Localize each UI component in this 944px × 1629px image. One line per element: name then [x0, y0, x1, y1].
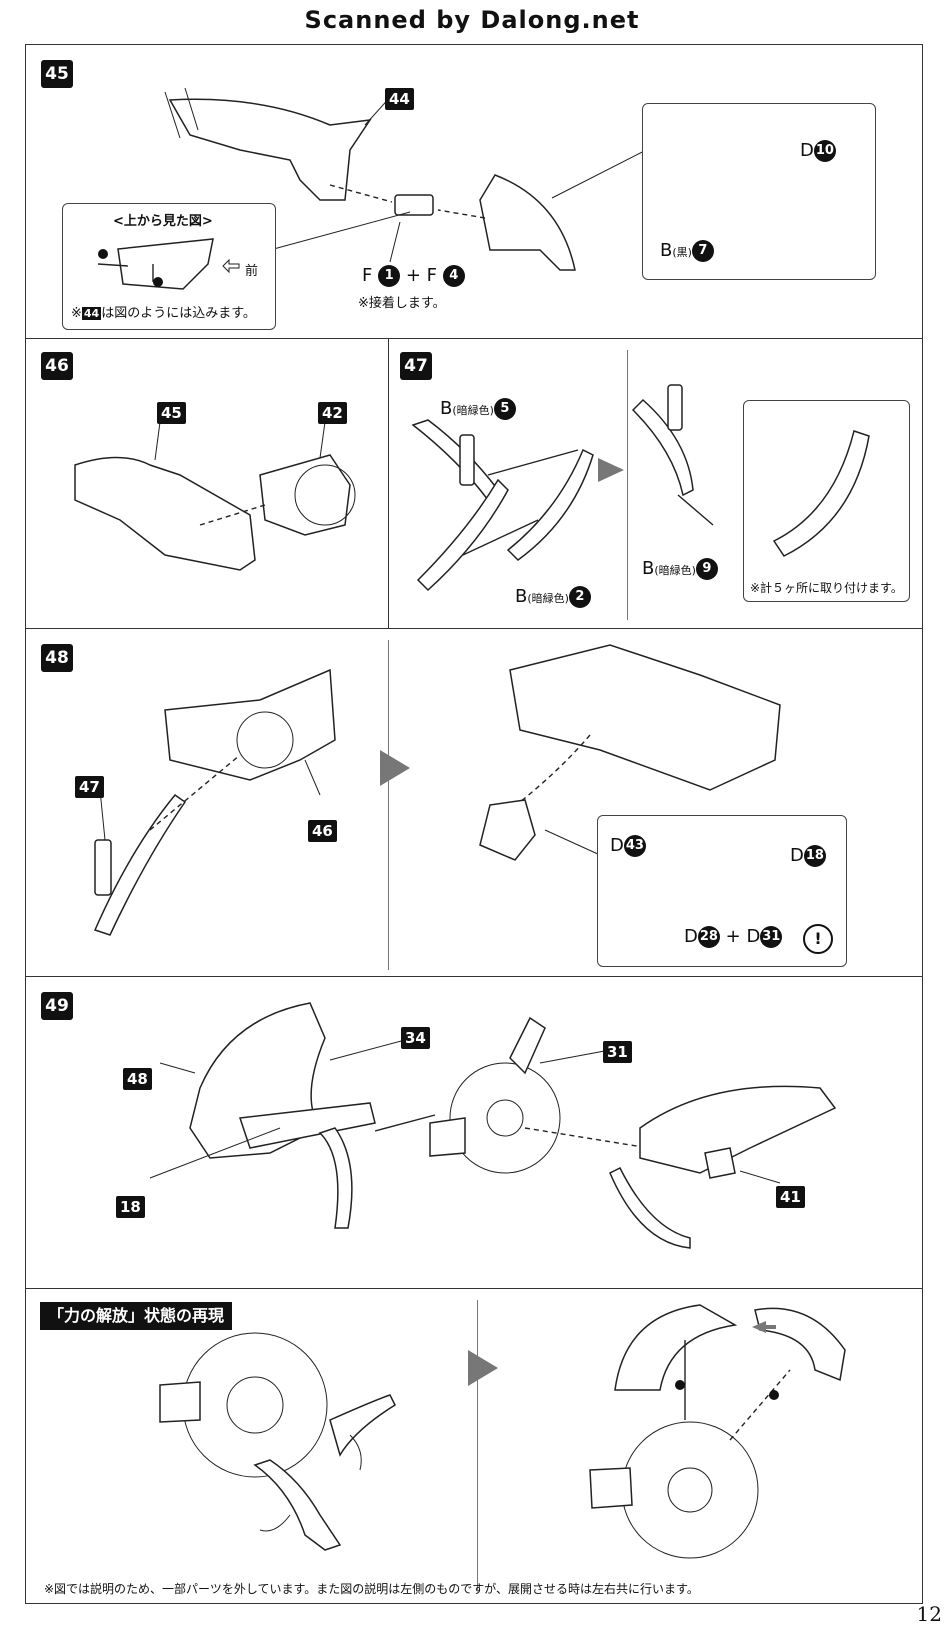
step-47-b5: B(暗緑色)5	[440, 398, 516, 420]
divider-45	[25, 338, 923, 339]
release-footnote: ※図では説明のため、一部パーツを外しています。また図の説明は左側のものですが、展…	[44, 1582, 699, 1596]
b9-label: B	[642, 558, 655, 579]
note-part-tag: 44	[81, 307, 102, 320]
step-47-attach-note: ※計５ヶ所に取り付けます。	[750, 581, 903, 595]
f-label-b: F	[426, 265, 438, 286]
step-46-part-45: 45	[157, 402, 186, 424]
d28-num: 28	[697, 926, 720, 948]
top-view-front-label: 前	[245, 264, 259, 279]
d-label: D	[800, 140, 814, 161]
step-47-illustration	[411, 384, 714, 592]
b-label: B	[660, 240, 673, 261]
step-45-glue-note: ※接着します。	[358, 296, 446, 311]
f-num-b: 4	[442, 265, 465, 287]
divider-release-sub	[477, 1300, 478, 1590]
divider-46-47	[25, 628, 923, 629]
top-view-title: <上から見た図>	[113, 214, 213, 229]
step-45-f-parts: F 1 + F 4	[362, 265, 465, 287]
step-47-detail-drawing	[772, 430, 870, 557]
step-47-detail-inset: ※計５ヶ所に取り付けます。	[743, 400, 910, 602]
page-number: 12	[916, 1602, 942, 1626]
b2-num: 2	[568, 586, 591, 608]
step-45-detail-inset	[642, 103, 876, 280]
instruction-frame	[25, 44, 923, 1604]
note-text: は図のようには込みます。	[101, 306, 256, 321]
d31-num: 31	[760, 926, 783, 948]
step-46-badge: 46	[41, 352, 73, 380]
step-45-b7: B(黒)7	[660, 240, 714, 262]
d18-num: 18	[803, 845, 826, 867]
caution-icon: !	[803, 924, 833, 954]
step-46-illustration	[74, 421, 356, 571]
step-49-part-18: 18	[116, 1196, 145, 1218]
step-45-part-44: 44	[385, 88, 414, 110]
b2-label: B	[515, 586, 528, 607]
divider-49	[25, 1288, 923, 1289]
b5-color: (暗緑色)	[452, 404, 494, 417]
step-45-badge: 45	[41, 60, 73, 88]
step-49-part-34: 34	[401, 1027, 430, 1049]
b2-color: (暗緑色)	[527, 592, 569, 605]
b9-num: 9	[695, 558, 718, 580]
divider-48	[25, 976, 923, 977]
b-color: (黒)	[672, 246, 692, 259]
step-49-part-31: 31	[603, 1041, 632, 1063]
step-47-badge: 47	[400, 352, 432, 380]
d31-label: D	[746, 926, 761, 947]
release-state-title: 「力の解放」状態の再現	[40, 1302, 233, 1330]
step-49-part-41: 41	[776, 1186, 805, 1208]
d43-num: 43	[623, 835, 646, 857]
d-num: 10	[813, 140, 836, 162]
top-view-drawing	[97, 238, 240, 290]
step-48-part-46: 46	[308, 820, 337, 842]
step-48-part-47: 47	[75, 776, 104, 798]
step-49-illustration	[149, 1002, 837, 1249]
release-illustration	[159, 1304, 846, 1559]
step-47-b2: B(暗緑色)2	[515, 586, 591, 608]
b5-num: 5	[493, 398, 516, 420]
divider-48-sub	[388, 640, 389, 970]
step-49-badge: 49	[41, 992, 73, 1020]
note-mark: ※	[71, 306, 82, 321]
d43-label: D	[610, 835, 624, 856]
step-47-b9: B(暗緑色)9	[642, 558, 718, 580]
f-label-a: F	[362, 265, 373, 286]
step-49-part-48: 48	[123, 1068, 152, 1090]
b9-color: (暗緑色)	[654, 564, 696, 577]
step-48-badge: 48	[41, 644, 73, 672]
d28-label: D	[684, 926, 698, 947]
plus-sign-48: +	[725, 926, 741, 947]
plus-sign: +	[405, 265, 421, 286]
step-46-part-42: 42	[318, 402, 347, 424]
divider-46-vs-47	[388, 338, 389, 628]
f-num-a: 1	[378, 265, 401, 287]
b5-label: B	[440, 398, 453, 419]
b-num: 7	[691, 240, 714, 262]
divider-47-sub	[627, 350, 628, 620]
scanner-credit: Scanned by Dalong.net	[304, 6, 640, 34]
d18-label: D	[790, 845, 804, 866]
